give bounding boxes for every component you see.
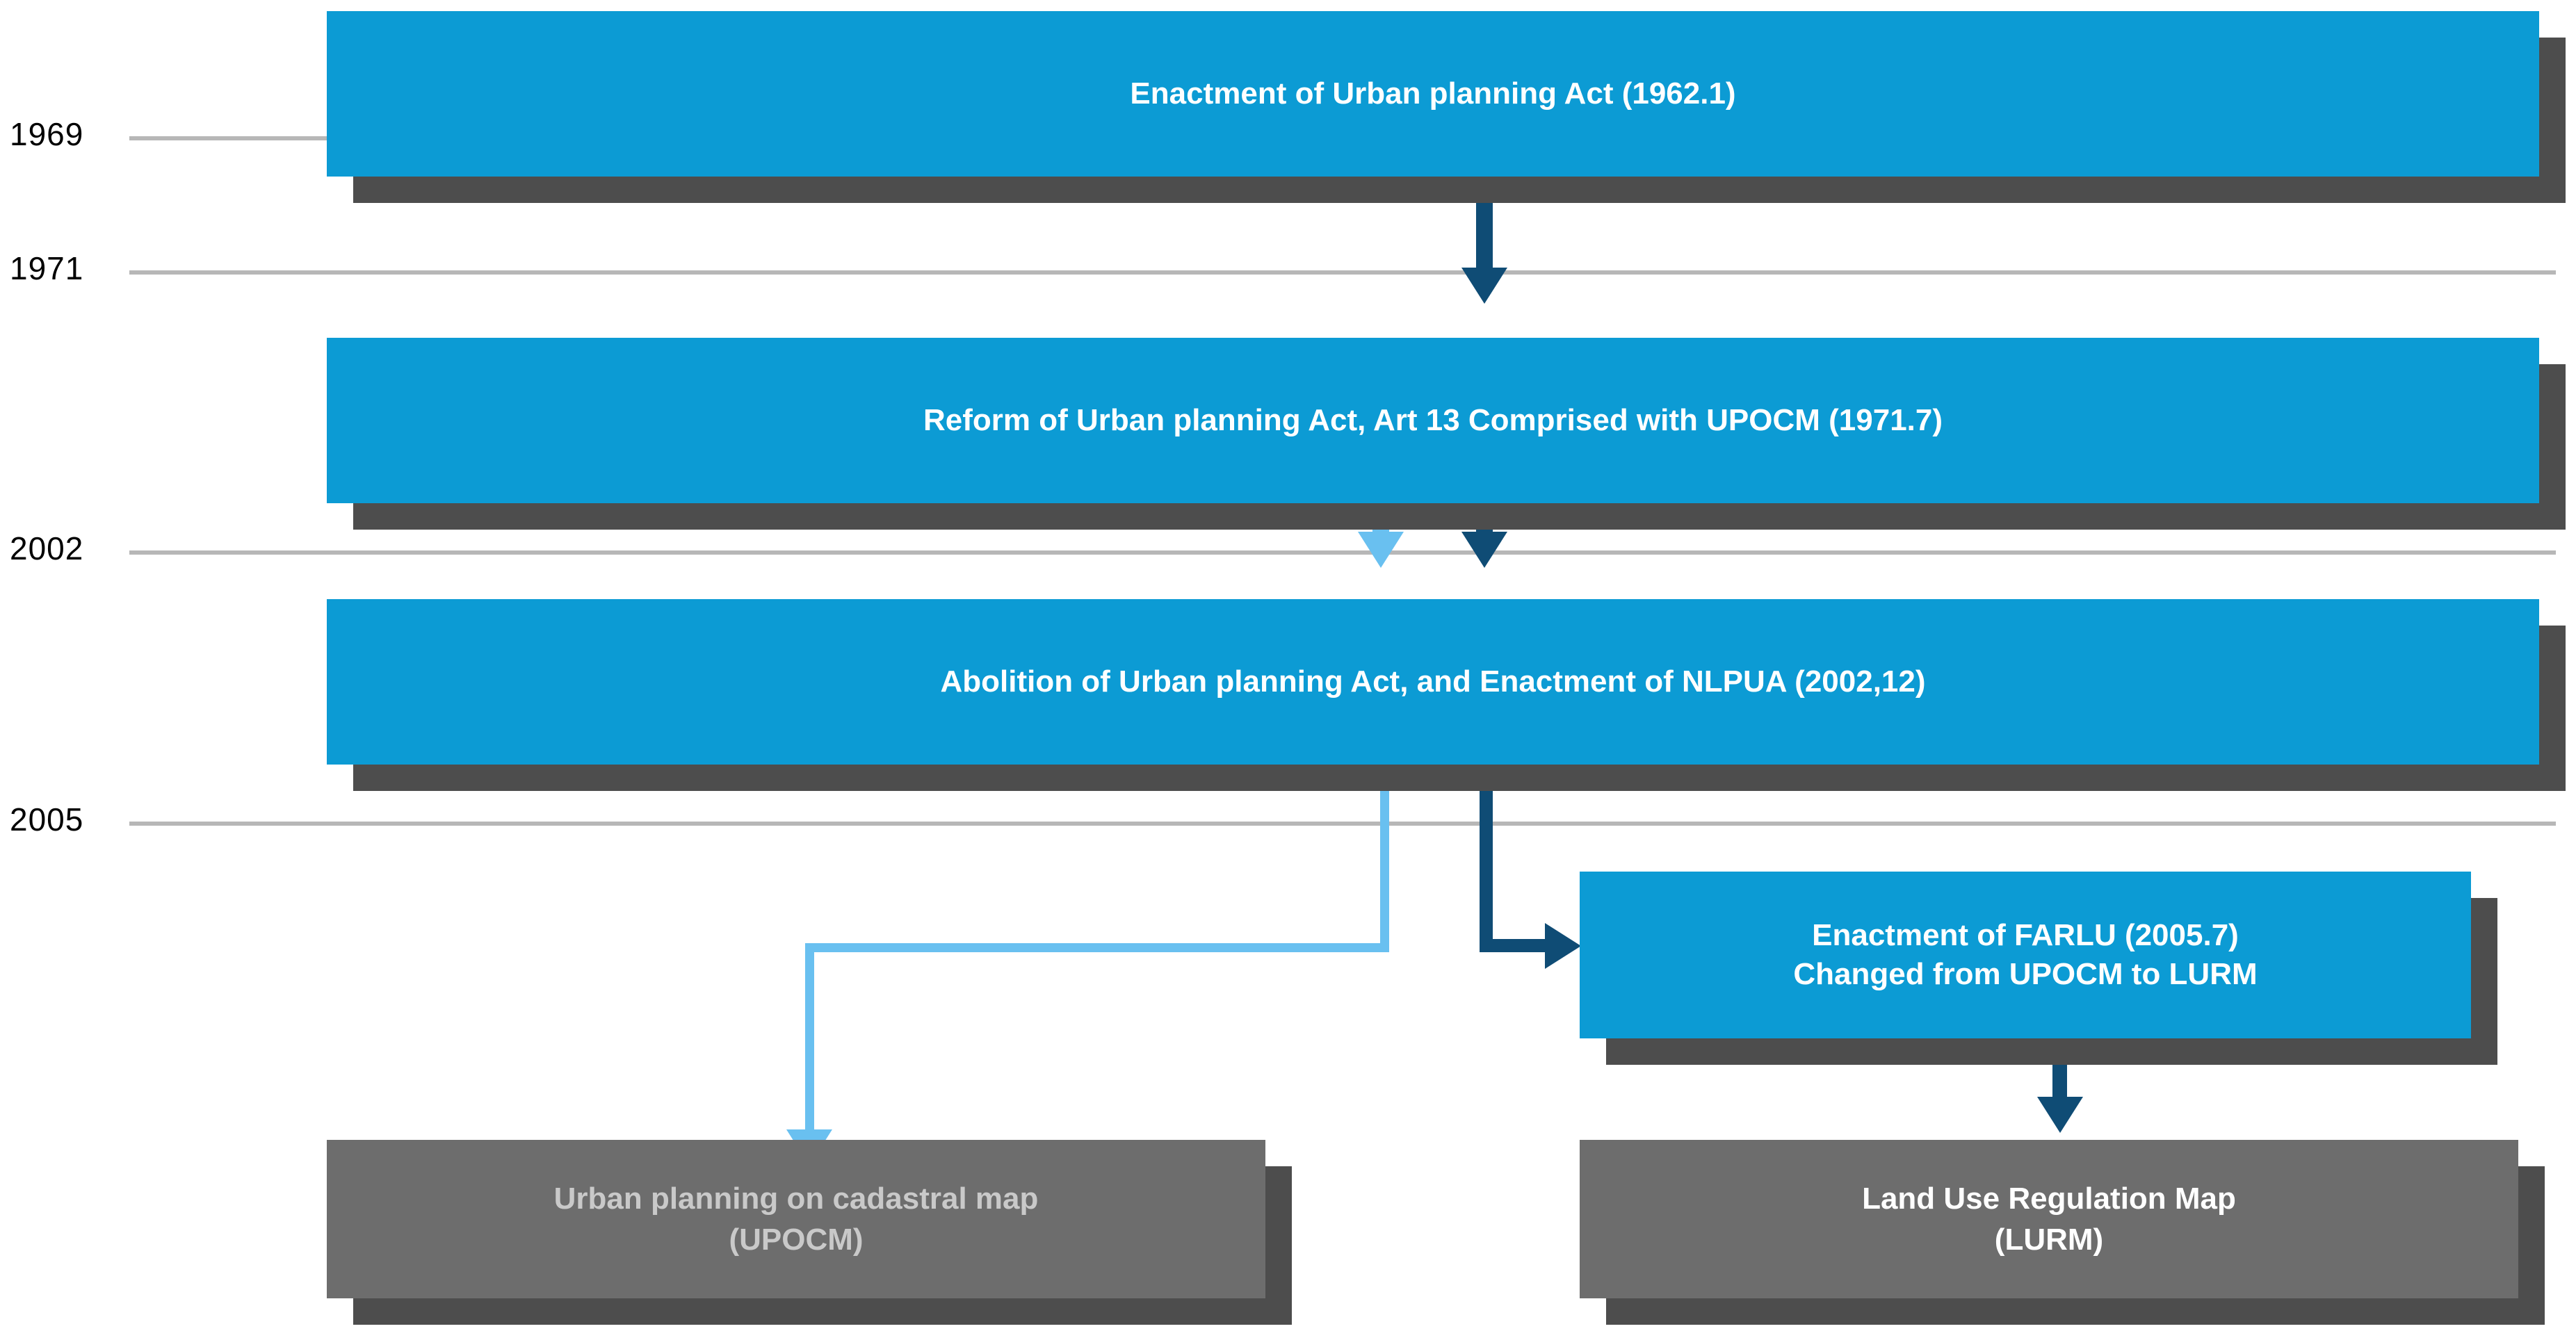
box-face: Enactment of Urban planning Act (1962.1): [327, 11, 2539, 177]
box-face: Land Use Regulation Map (LURM): [1580, 1140, 2518, 1298]
connector-nlpua-to-upocm-vertical-upper: [1380, 773, 1389, 951]
outcome-label-upocm: Urban planning on cadastral map (UPOCM): [554, 1178, 1039, 1261]
event-label-enactment-urban-planning-act: Enactment of Urban planning Act (1962.1): [1130, 76, 1736, 111]
timeline-rule-1971: [129, 270, 2556, 275]
event-box-abolition-enactment-nlpua[interactable]: Abolition of Urban planning Act, and Ena…: [327, 599, 2566, 791]
outcome-label-upocm-line1: Urban planning on cadastral map: [553, 1181, 1039, 1216]
connector-reform-to-nlpua-navy-arrowhead: [1461, 532, 1507, 568]
outcome-box-upocm[interactable]: Urban planning on cadastral map (UPOCM): [327, 1140, 1292, 1325]
event-label-enactment-farlu-line1: Enactment of FARLU (2005.7): [1812, 917, 2239, 952]
outcome-label-lurm: Land Use Regulation Map (LURM): [1862, 1178, 2236, 1261]
year-label-1971: 1971: [10, 250, 84, 286]
event-label-reform-urban-planning-act: Reform of Urban planning Act, Art 13 Com…: [923, 402, 1943, 437]
connector-act1962-to-reform1971-arrowhead: [1461, 268, 1507, 304]
box-face: Enactment of FARLU (2005.7) Changed from…: [1580, 872, 2471, 1038]
timeline-rule-2005: [129, 822, 2556, 826]
connector-nlpua-to-upocm-horizontal: [805, 943, 1389, 952]
box-face: Reform of Urban planning Act, Art 13 Com…: [327, 338, 2539, 503]
outcome-box-lurm[interactable]: Land Use Regulation Map (LURM): [1580, 1140, 2545, 1325]
event-label-enactment-farlu-line2: Changed from UPOCM to LURM: [1793, 957, 2258, 991]
event-label-abolition-enactment-nlpua: Abolition of Urban planning Act, and Ena…: [940, 664, 1926, 699]
year-label-2002: 2002: [10, 530, 84, 566]
box-face: Abolition of Urban planning Act, and Ena…: [327, 599, 2539, 765]
event-box-enactment-urban-planning-act[interactable]: Enactment of Urban planning Act (1962.1): [327, 11, 2566, 203]
year-label-1969: 1969: [10, 116, 84, 152]
connector-reform-to-nlpua-sky-arrowhead: [1358, 532, 1404, 568]
event-box-reform-urban-planning-act[interactable]: Reform of Urban planning Act, Art 13 Com…: [327, 338, 2566, 530]
connector-nlpua-to-farlu-vertical: [1480, 773, 1493, 952]
event-box-enactment-farlu[interactable]: Enactment of FARLU (2005.7) Changed from…: [1580, 872, 2497, 1065]
connector-nlpua-to-farlu-arrowhead: [1545, 923, 1581, 969]
event-label-enactment-farlu: Enactment of FARLU (2005.7) Changed from…: [1793, 916, 2257, 995]
connector-nlpua-to-upocm-vertical-lower: [805, 943, 814, 1138]
box-face: Urban planning on cadastral map (UPOCM): [327, 1140, 1265, 1298]
timeline-rule-2002: [129, 550, 2556, 555]
outcome-label-lurm-line2: (LURM): [1994, 1223, 2104, 1257]
outcome-label-upocm-line2: (UPOCM): [729, 1223, 864, 1257]
year-label-2005: 2005: [10, 801, 84, 838]
connector-farlu-to-lurm-arrowhead: [2037, 1097, 2083, 1133]
outcome-label-lurm-line1: Land Use Regulation Map: [1862, 1181, 2236, 1216]
